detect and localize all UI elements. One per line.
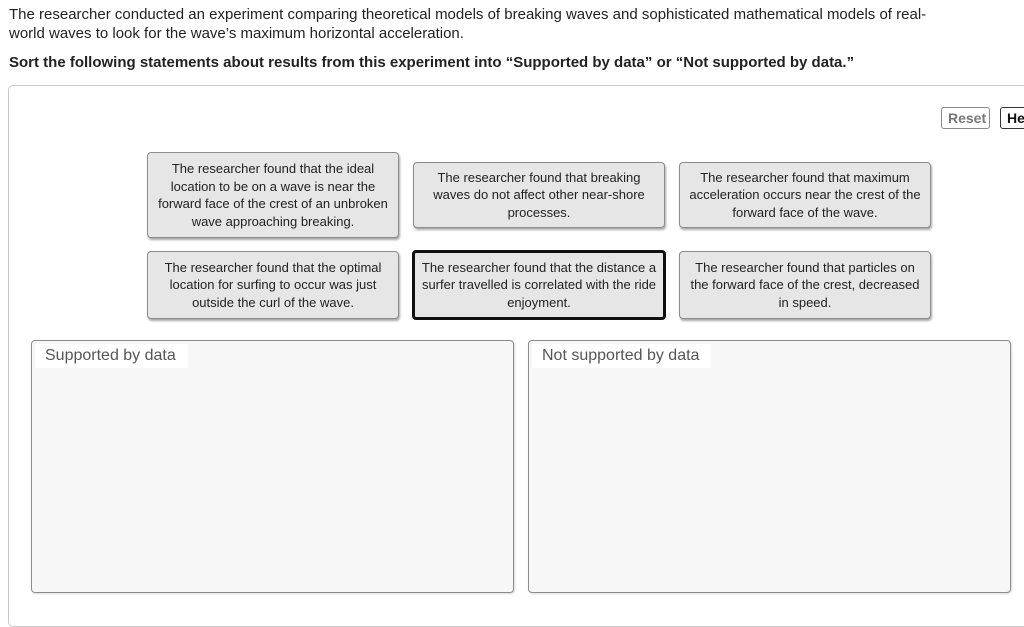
intro-paragraph: The researcher conducted an experiment c…	[9, 6, 927, 42]
statement-card-maximum-acceleration[interactable]: The researcher found that maximum accele…	[679, 162, 931, 228]
not-supported-dropzone[interactable]: Not supported by data	[528, 340, 1011, 593]
statement-card-optimal-surfing[interactable]: The researcher found that the optimal lo…	[147, 251, 399, 319]
not-supported-zone-label: Not supported by data	[532, 344, 712, 368]
sort-instruction: Sort the following statements about resu…	[9, 54, 855, 71]
supported-zone-label: Supported by data	[35, 344, 188, 368]
statement-card-breaking-waves[interactable]: The researcher found that breaking waves…	[413, 162, 665, 228]
statement-card-ideal-location[interactable]: The researcher found that the ideal loca…	[147, 152, 399, 238]
supported-dropzone[interactable]: Supported by data	[31, 340, 514, 593]
help-button[interactable]: Help	[1000, 107, 1024, 129]
reset-button[interactable]: Reset	[941, 107, 990, 129]
statement-card-particles-speed[interactable]: The researcher found that particles on t…	[679, 251, 931, 319]
statement-card-distance-enjoyment[interactable]: The researcher found that the distance a…	[412, 250, 666, 320]
